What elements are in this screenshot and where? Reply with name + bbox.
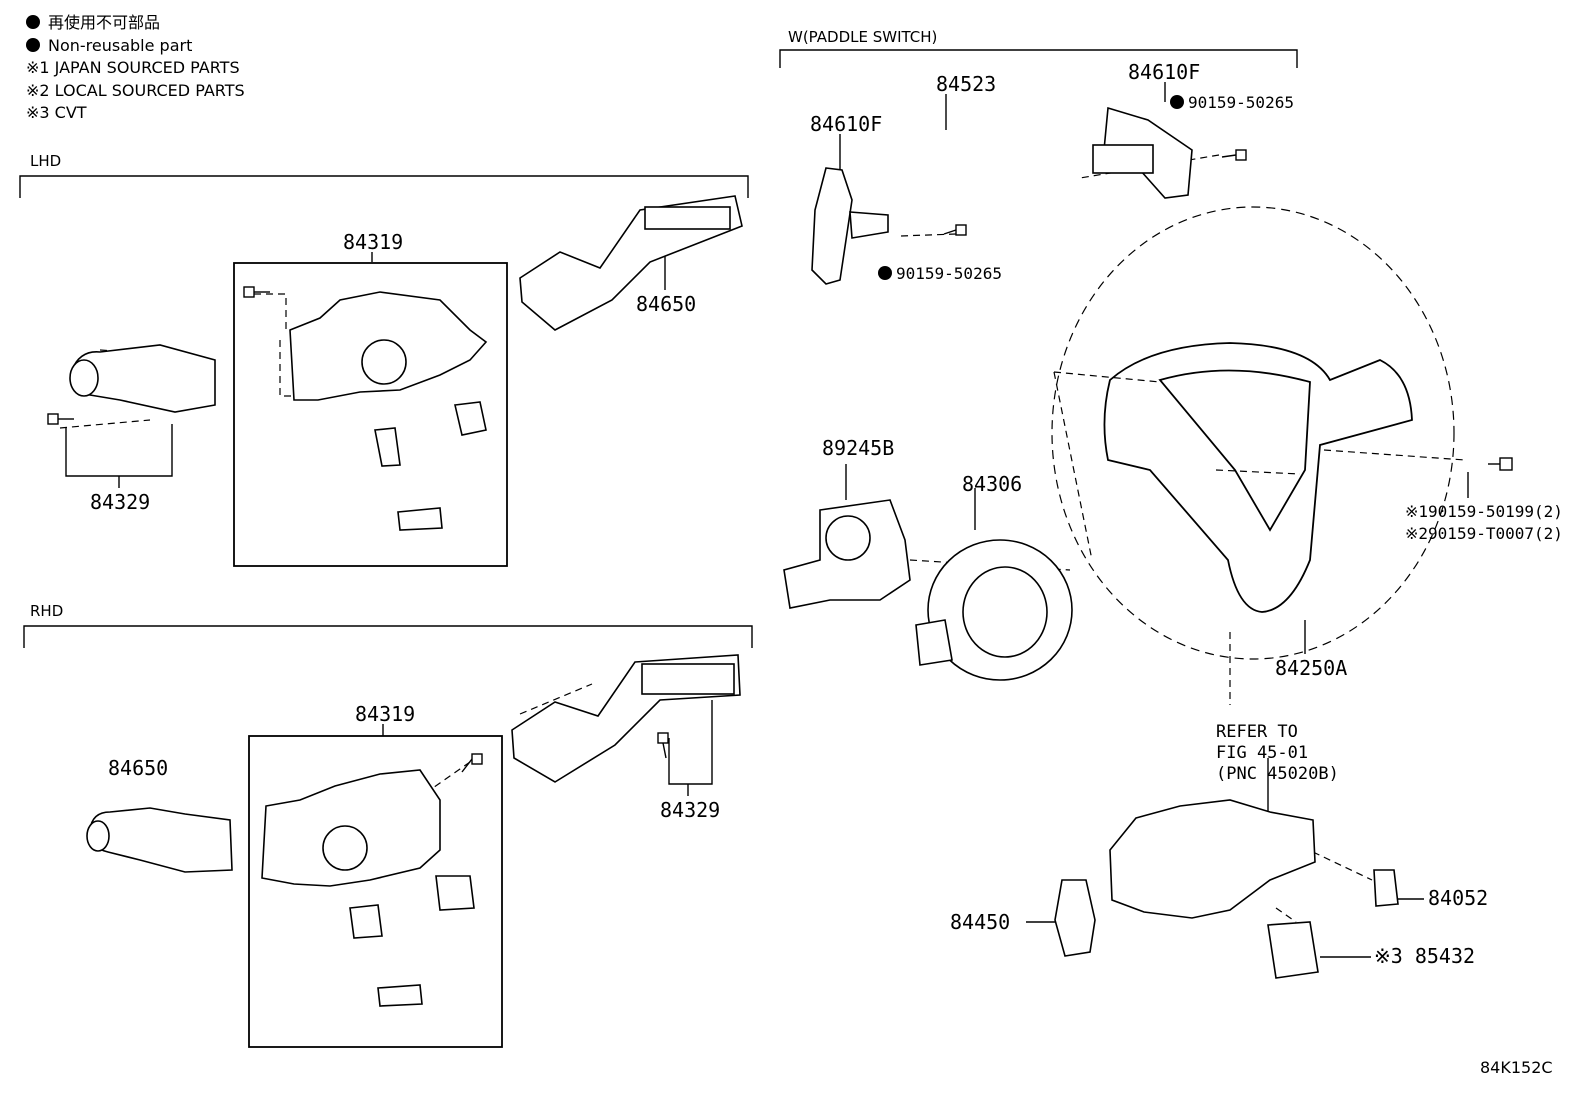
part-number-bolt-note1: ※190159-50199(2) xyxy=(1405,502,1563,521)
legend-non-reusable-en: Non-reusable part xyxy=(26,35,245,58)
section-paddle: W(PADDLE SWITCH) xyxy=(788,28,938,46)
bullet-icon xyxy=(26,37,40,52)
legend-note1: ※1 JAPAN SOURCED PARTS xyxy=(26,58,240,77)
steering-wheel-outline xyxy=(1051,206,1455,660)
figure-code: 84K152C xyxy=(1480,1058,1553,1077)
legend-note2: ※2 LOCAL SOURCED PARTS xyxy=(26,80,245,100)
part-number-84450: 84450 xyxy=(950,910,1011,934)
part-number-84610f-left: 84610F xyxy=(810,112,883,136)
part-number-rhd-84329: 84329 xyxy=(660,798,721,822)
part-number-lhd-84319: 84319 xyxy=(343,230,404,254)
part-number-89245b: 89245B xyxy=(822,436,895,460)
part-number-84250a: 84250A xyxy=(1275,656,1348,680)
steering-wheel-spoke xyxy=(1103,342,1413,613)
part-number-84610f-right: 84610F xyxy=(1128,60,1201,84)
part-number-84523: 84523 xyxy=(936,72,997,96)
non-reusable-bullet-icon xyxy=(878,266,892,280)
part-number-84052: 84052 xyxy=(1428,886,1489,910)
part-number-bolt-left: 90159-50265 xyxy=(878,264,1002,283)
part-number-84306: 84306 xyxy=(962,472,1023,496)
legend-note3: ※3 CVT xyxy=(26,103,87,122)
part-number-rhd-84650: 84650 xyxy=(108,756,169,780)
lhd-bracket xyxy=(19,175,749,198)
part-number-lhd-84650: 84650 xyxy=(636,292,697,316)
part-number-85432: ※3 85432 xyxy=(1374,944,1476,968)
rhd-bracket xyxy=(23,625,753,648)
section-rhd: RHD xyxy=(30,602,64,620)
part-number-lhd-84329: 84329 xyxy=(90,490,151,514)
paddle-bracket xyxy=(779,49,1298,68)
legend: 再使用不可部品 Non-reusable part ※1 JAPAN SOURC… xyxy=(26,12,245,125)
non-reusable-bullet-icon xyxy=(1170,95,1184,109)
part-number-rhd-84319: 84319 xyxy=(355,702,416,726)
rhd-84319-box xyxy=(248,735,503,1048)
part-number-bolt-note2: ※290159-T0007(2) xyxy=(1405,524,1563,543)
bullet-icon xyxy=(26,15,40,29)
lhd-84319-box xyxy=(233,262,508,567)
part-number-bolt-right: 90159-50265 xyxy=(1170,93,1294,112)
legend-non-reusable-jp: 再使用不可部品 xyxy=(26,12,245,35)
section-lhd: LHD xyxy=(30,152,62,170)
